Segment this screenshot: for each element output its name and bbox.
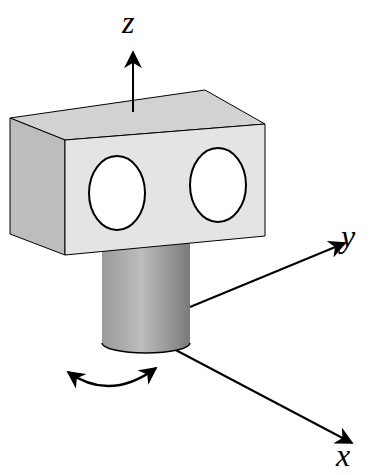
axis-label: y bbox=[341, 220, 355, 252]
axis-label: z bbox=[122, 6, 134, 38]
z-axis bbox=[132, 52, 134, 112]
y-axis bbox=[190, 243, 345, 307]
right-eye bbox=[190, 148, 246, 222]
x-axis bbox=[170, 347, 352, 443]
neck-cylinder bbox=[102, 240, 190, 353]
left-eye bbox=[89, 156, 145, 230]
axis-label: x bbox=[336, 439, 350, 471]
head-box bbox=[10, 90, 265, 255]
rotation-arrow bbox=[68, 368, 156, 386]
